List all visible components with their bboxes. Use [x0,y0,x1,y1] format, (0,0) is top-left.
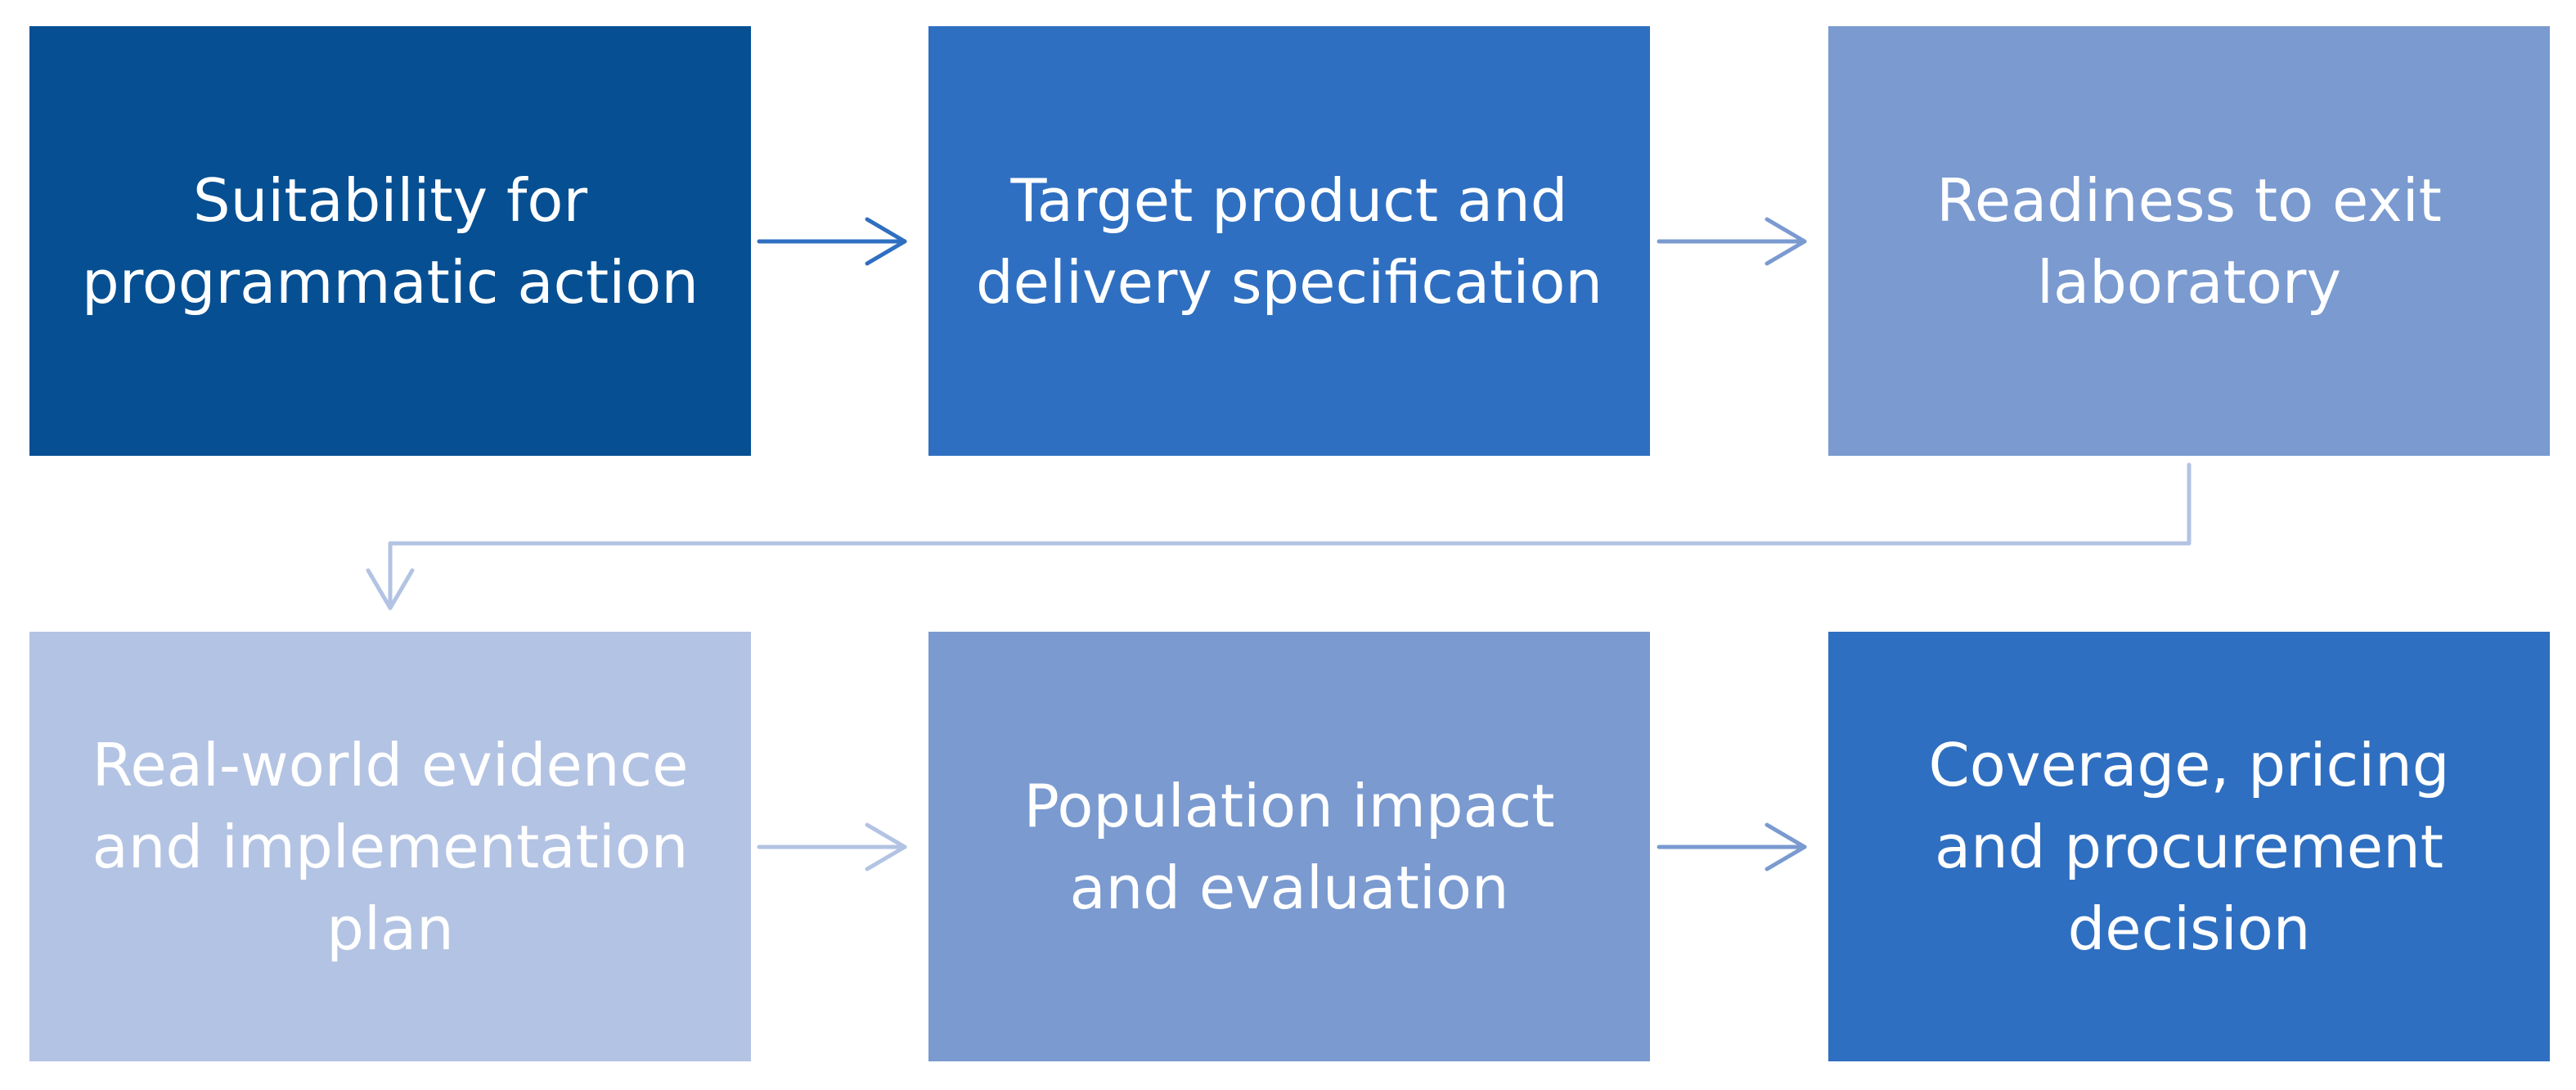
step-real-world-evidence-label: Real-world evidence and implementation p… [92,730,689,963]
step-target-product-box: Target product and delivery specificatio… [928,26,1650,456]
arrow-step5-to-step6 [1657,822,1807,872]
step-readiness-label: Readiness to exit laboratory [1936,165,2442,317]
step-coverage-pricing-box: Coverage, pricing and procurement decisi… [1828,632,2550,1061]
step-target-product-label: Target product and delivery specificatio… [975,165,1603,317]
step-real-world-evidence-box: Real-world evidence and implementation p… [29,632,751,1061]
arrow-step1-to-step2 [757,217,907,266]
arrow-step2-to-step3 [1657,217,1807,266]
step-coverage-pricing-label: Coverage, pricing and procurement decisi… [1928,730,2450,963]
step-suitability-label: Suitability for programmatic action [82,165,699,317]
arrow-step3-to-step4 [366,462,2192,610]
step-suitability-box: Suitability for programmatic action [29,26,751,456]
step-readiness-box: Readiness to exit laboratory [1828,26,2550,456]
step-population-impact-label: Population impact and evaluation [1023,771,1555,922]
step-population-impact-box: Population impact and evaluation [928,632,1650,1061]
arrow-step4-to-step5 [757,822,907,872]
